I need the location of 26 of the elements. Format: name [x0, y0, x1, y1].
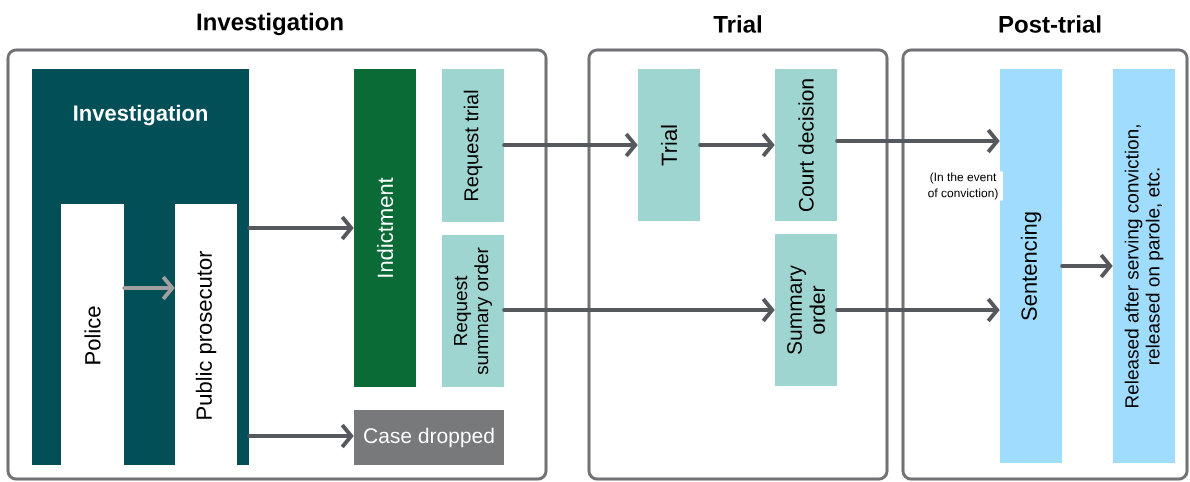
arrow — [835, 128, 1000, 154]
arrow — [835, 297, 1000, 323]
process-box: Indictment — [354, 69, 416, 387]
arrow — [247, 423, 354, 449]
process-box: Sentencing — [1000, 69, 1062, 463]
process-box: Case dropped — [354, 410, 504, 465]
process-box: Court decision — [775, 69, 837, 221]
process-box: Released after serving conviction, released on parole, etc. — [1113, 69, 1175, 463]
process-box: Trial — [638, 69, 700, 221]
process-box: Summary order — [775, 234, 837, 386]
stage-heading: Trial — [713, 15, 761, 33]
node-label: Police — [84, 306, 101, 364]
arrow — [502, 132, 638, 158]
arrow — [698, 132, 775, 158]
arrow — [247, 215, 354, 241]
edge-label: (In the event of conviction) — [923, 171, 1003, 201]
process-box: Request summary order — [442, 235, 504, 387]
stage-heading: Investigation — [197, 12, 343, 36]
process-box: Request trial — [442, 69, 504, 222]
node-label: Public prosecutor — [195, 250, 217, 419]
arrow — [502, 297, 775, 323]
process-box: Public prosecutor — [175, 204, 237, 467]
stage-heading: Post-trial — [999, 15, 1101, 33]
arrow — [122, 275, 175, 301]
arrow — [1060, 253, 1113, 279]
process-box: Police — [61, 204, 124, 467]
